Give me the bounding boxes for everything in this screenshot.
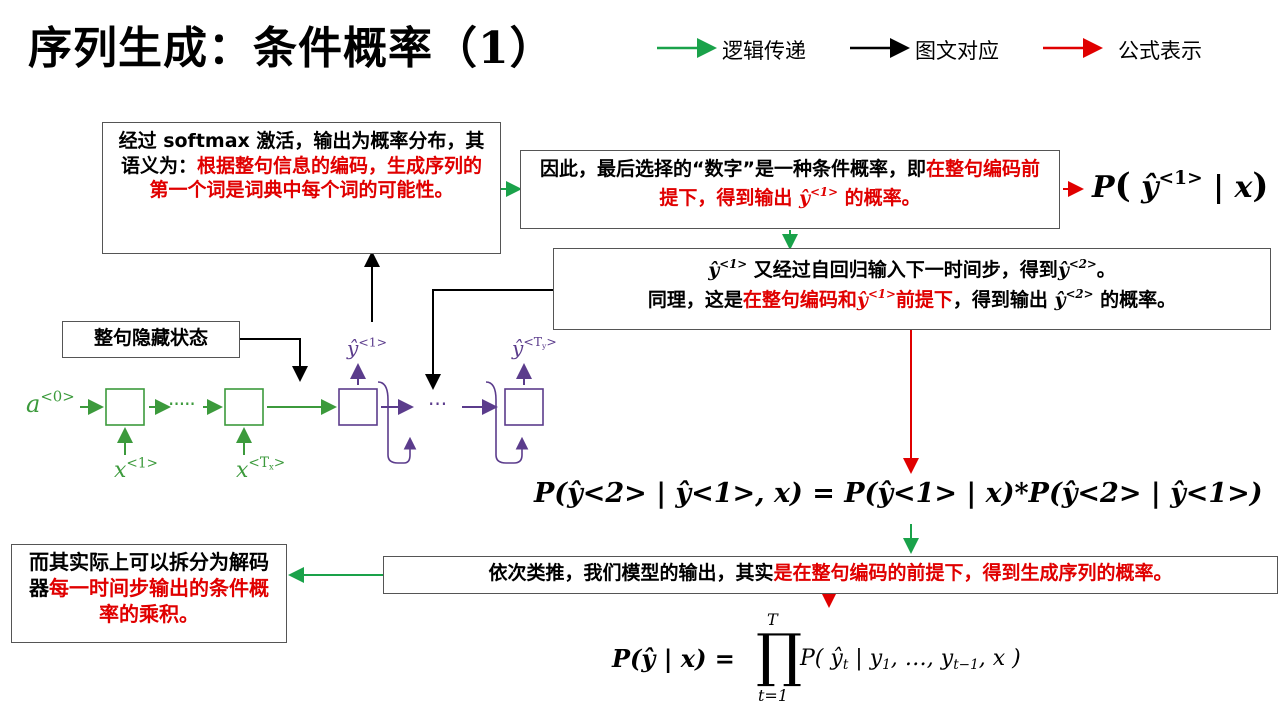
formula-product-upper: T <box>767 610 778 629</box>
second-step-line-1: ŷ<1> 又经过自回归输入下一时间步，得到ŷ<2>。 <box>708 256 1116 281</box>
y1-label: ŷ<1> <box>347 334 387 360</box>
encoder-cell-1 <box>105 388 145 426</box>
decompose-text-black: 而其实际上可以拆分为解码器 <box>29 550 269 600</box>
xT-label: x<Tx> <box>236 455 286 483</box>
decoder-cell-1 <box>338 388 378 426</box>
conditional-probability-box: 因此，最后选择的“数字”是一种条件概率，即在整句编码前提下，得到输出 ŷ<1> … <box>520 150 1060 229</box>
analogy-text-red: 是在整句编码的前提下，得到生成序列的概率。 <box>773 562 1173 584</box>
second-step-box: ŷ<1> 又经过自回归输入下一时间步，得到ŷ<2>。 同理，这是在整句编码和ŷ<… <box>553 248 1271 330</box>
arrow-step2-to-feedback <box>425 289 553 390</box>
legend-mapping-label: 图文对应 <box>915 39 999 63</box>
softmax-text-red: 根据整句信息的编码，生成序列的第一个词是词典中每个词的可能性。 <box>149 154 483 202</box>
page-title: 序列生成：条件概率（1） <box>28 23 555 74</box>
decoder-feedback-2 <box>485 381 529 464</box>
a0-label: a<0> <box>26 387 75 418</box>
encoder-cell-2 <box>224 388 264 426</box>
formula-first-conditional: P( ŷ<1> | x) <box>1092 166 1269 206</box>
conditional-y-hat: ŷ<1> <box>799 185 838 210</box>
formula-product-lower: t=1 <box>758 686 789 705</box>
conditional-text-black: 因此，最后选择的“数字”是一种条件概率，即 <box>540 158 926 180</box>
decompose-box: 而其实际上可以拆分为解码器每一时间步输出的条件概率的乘积。 <box>11 544 287 643</box>
formula-chain-rule: P(ŷ<2> | ŷ<1>, x) = P(ŷ<1> | x)*P(ŷ<2> |… <box>534 478 1263 509</box>
legend-formula-label: 公式表示 <box>1118 39 1202 63</box>
softmax-text-black: 经过 softmax 激活，输出为概率分布，其语义为： <box>118 130 485 177</box>
formula-product-symbol: ∏ <box>756 621 803 689</box>
encoder-ellipsis: ····· <box>168 392 196 416</box>
decoder-cell-T <box>504 388 544 426</box>
decompose-text-red: 每一时间步输出的条件概率的乘积。 <box>49 576 269 626</box>
arrow-hidden-to-cell <box>240 338 308 382</box>
x1-label: x<1> <box>114 455 158 483</box>
decoder-feedback-1 <box>377 381 417 464</box>
yT-label: ŷ<Ty> <box>512 334 557 360</box>
analogy-text-black: 依次类推，我们模型的输出，其实 <box>488 562 774 584</box>
conditional-text-red-2: 的概率。 <box>844 187 921 210</box>
softmax-explanation-box: 经过 softmax 激活，输出为概率分布，其语义为：根据整句信息的编码，生成序… <box>102 122 501 254</box>
legend-logic-label: 逻辑传递 <box>722 39 806 63</box>
formula-product-rhs: P( ŷt | y1, …, yt−1, x ) <box>800 646 1021 674</box>
analogy-box: 依次类推，我们模型的输出，其实是在整句编码的前提下，得到生成序列的概率。 <box>383 556 1278 594</box>
decoder-ellipsis: ··· <box>428 392 448 416</box>
conditional-text-red-1: 在整句编码前提下，得到输出 <box>659 158 1040 210</box>
second-step-line-2: 同理，这是在整句编码和ŷ<1>前提下，得到输出 ŷ<2> 的概率。 <box>647 287 1177 312</box>
formula-product-lhs: P(ŷ | x) = <box>612 644 735 673</box>
hidden-state-box: 整句隐藏状态 <box>62 321 240 358</box>
